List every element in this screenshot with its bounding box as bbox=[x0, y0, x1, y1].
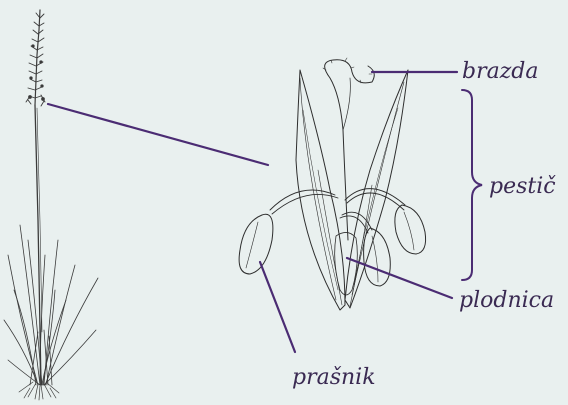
leader-panicle-to-flower bbox=[48, 104, 268, 165]
grass-leaves bbox=[4, 225, 98, 385]
flower-enlarged bbox=[239, 58, 425, 310]
label-pistil: pestič bbox=[489, 176, 556, 198]
flower-left-bract bbox=[296, 70, 345, 310]
label-stigma: brazda bbox=[462, 61, 539, 83]
pistil-brace bbox=[462, 90, 482, 280]
leader-lines bbox=[48, 72, 482, 352]
leader-anther bbox=[260, 262, 295, 352]
label-anther: prašnik bbox=[292, 367, 376, 389]
flower-anthers bbox=[239, 205, 425, 286]
anther-left bbox=[239, 214, 273, 274]
grass-plant bbox=[4, 10, 98, 400]
grass-panicle bbox=[26, 10, 45, 106]
label-ovary: plodnica bbox=[459, 290, 554, 312]
leader-ovary bbox=[347, 258, 452, 298]
